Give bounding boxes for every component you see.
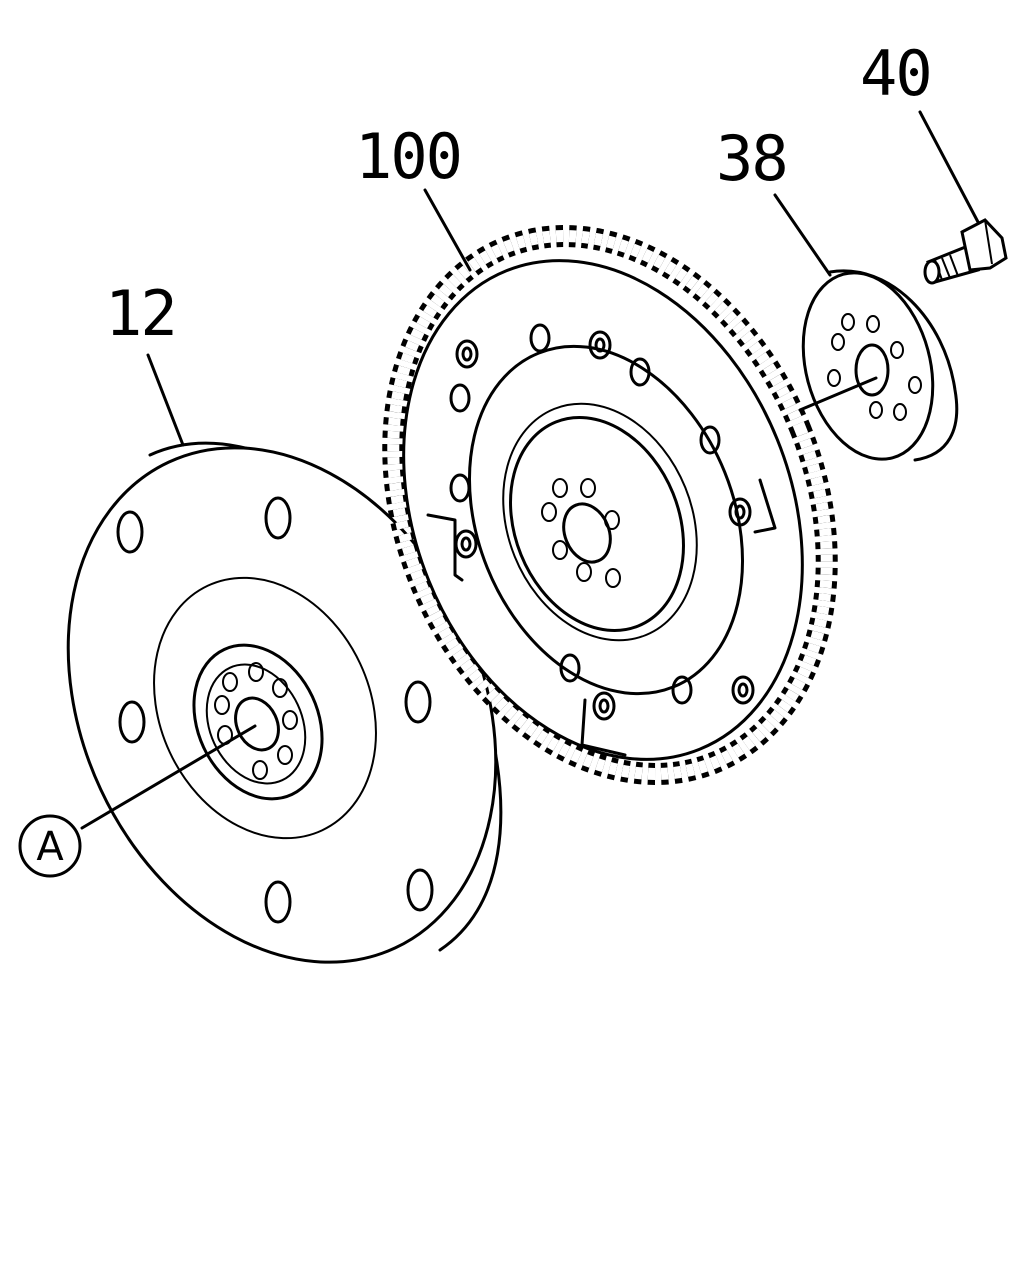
leader-A xyxy=(80,724,257,830)
leader-lines xyxy=(80,110,980,830)
leader-40 xyxy=(918,110,980,224)
leader-12 xyxy=(146,353,185,447)
callout-12: 12 xyxy=(105,277,176,350)
leader-center-axis xyxy=(798,376,878,412)
callout-40: 40 xyxy=(860,37,931,110)
reference-marker: A xyxy=(18,814,82,878)
reference-marker-label: A xyxy=(36,824,64,870)
callout-38: 38 xyxy=(716,122,787,195)
flywheel-part xyxy=(382,225,838,785)
washer-plate-part xyxy=(801,269,959,462)
reference-marker-circle xyxy=(18,814,82,878)
leader-38 xyxy=(773,193,832,277)
leader-100 xyxy=(423,188,472,272)
bolt-part xyxy=(923,218,1008,285)
callout-100: 100 xyxy=(355,120,461,193)
